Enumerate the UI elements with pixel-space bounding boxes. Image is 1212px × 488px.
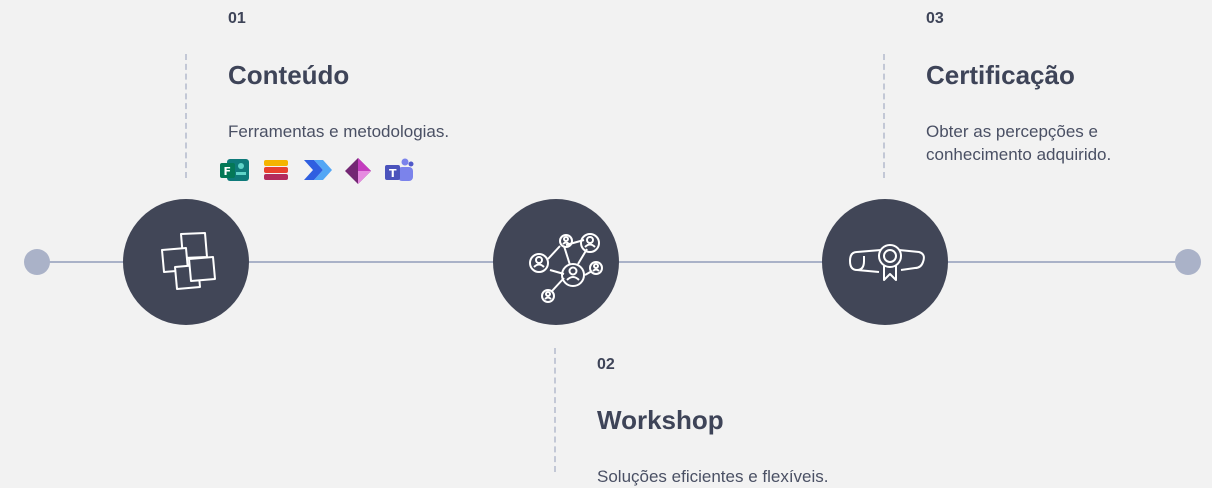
step-3-description: Obter as percepções e conhecimento adqui… <box>926 120 1111 166</box>
step-3-description-line-1: Obter as percepções e <box>926 122 1098 141</box>
step-3-description-line-2: conhecimento adquirido. <box>926 145 1112 164</box>
step-3-connector <box>883 54 885 178</box>
step-1-description: Ferramentas e metodologias. <box>228 122 450 141</box>
power-apps-icon <box>343 157 373 185</box>
step-1-title: Conteúdo <box>228 60 350 90</box>
svg-text:T: T <box>389 167 397 180</box>
forms-icon: F <box>219 157 251 185</box>
timeline-end-dot <box>1175 249 1201 275</box>
step-1-circle <box>123 199 249 325</box>
step-3-number: 03 <box>926 10 944 27</box>
network-people-icon <box>508 214 604 310</box>
step-2-number: 02 <box>597 356 615 373</box>
step-2-circle <box>493 199 619 325</box>
power-automate-icon <box>301 157 333 185</box>
timeline-start-dot <box>24 249 50 275</box>
step-2-title: Workshop <box>597 405 724 435</box>
certificate-scroll-icon <box>835 222 935 302</box>
step-2-description: Soluções eficientes e flexíveis. <box>597 467 829 486</box>
step-3-circle <box>822 199 948 325</box>
sticky-notes-icon <box>141 217 231 307</box>
svg-text:F: F <box>224 165 232 178</box>
step-3-title: Certificação <box>926 60 1075 90</box>
stacked-layers-icon <box>261 157 291 185</box>
step-1-connector <box>185 54 187 178</box>
tool-icons: F T <box>219 157 415 185</box>
step-1-number: 01 <box>228 10 246 27</box>
step-2-connector <box>554 348 556 472</box>
teams-icon: T <box>383 157 415 185</box>
